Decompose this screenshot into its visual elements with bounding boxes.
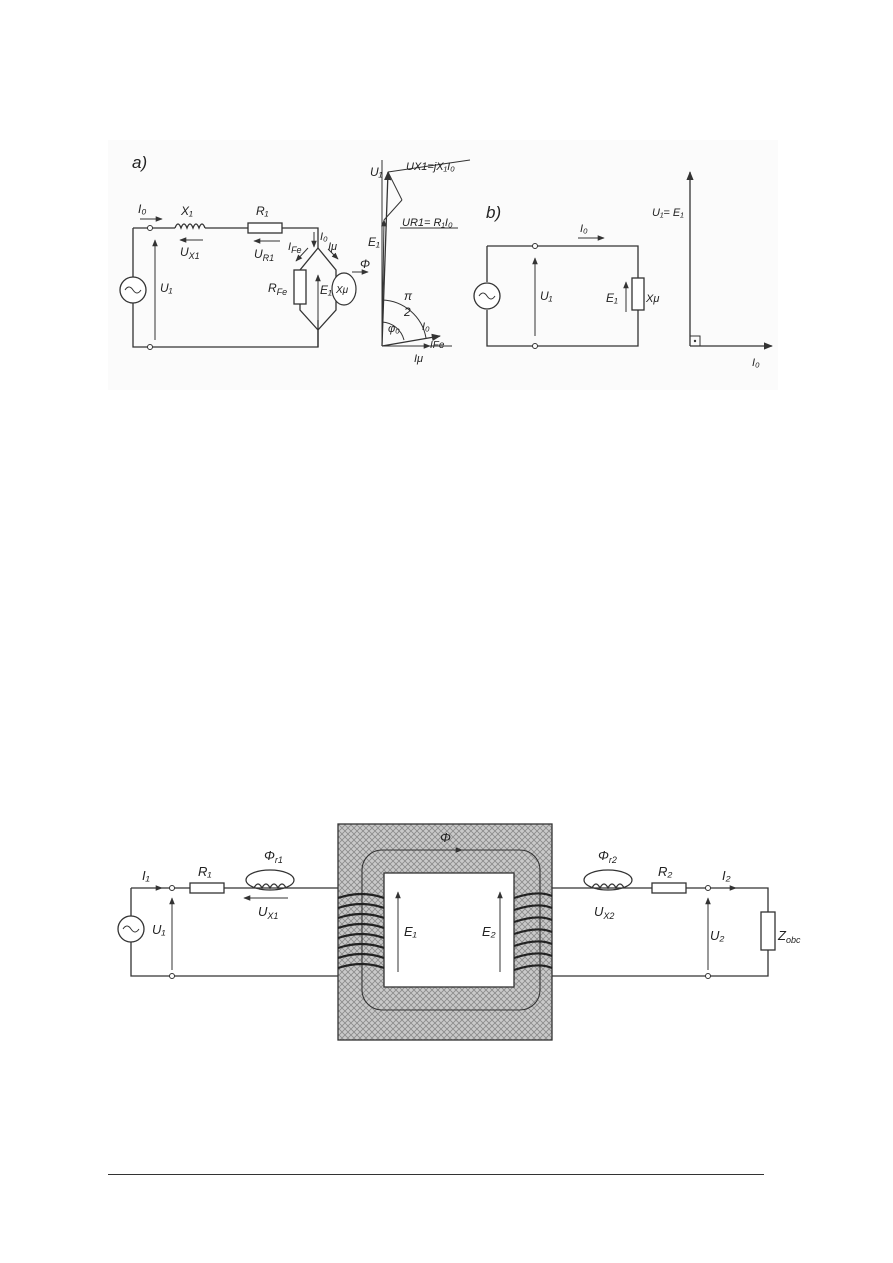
phasor-ur1: [383, 199, 403, 221]
phasor-i0: [381, 333, 441, 347]
label-u1-bottom: U₁: [152, 922, 166, 937]
leader-ux1: [387, 159, 471, 173]
right-angle-dot: [693, 339, 697, 343]
label-phi-r2: Φr2: [598, 848, 617, 865]
label-u2: U₂: [710, 928, 724, 943]
leakage-flux-2-icon: [583, 869, 633, 891]
label-zobc: Zobc: [777, 928, 801, 945]
phasor-label-ur1: UR1= R₁I₀: [402, 217, 453, 229]
label-u1-b: U₁: [540, 289, 553, 303]
circuit-a-top-wire: [133, 227, 319, 248]
arrow-imu: [327, 248, 339, 260]
label-u1: U₁: [160, 281, 173, 295]
phasor-label-e1: E₁: [368, 235, 380, 249]
label-e1-bottom: E₁: [404, 924, 417, 939]
phasor-label-ux1: UX1=jX₁I₀: [406, 161, 455, 173]
phasor-label-i0-b: I₀: [752, 357, 760, 369]
phasor-e1: [381, 219, 387, 347]
top-figure: a) I₀ X₁: [108, 140, 778, 390]
terminal-node: [169, 973, 175, 979]
magnetizing-coil-icon: [331, 272, 357, 306]
phasor-label-i0: I₀: [422, 321, 430, 333]
terminal-node: [532, 343, 538, 349]
sine-icon: [124, 286, 142, 294]
label-ux2: UX2: [594, 904, 614, 921]
phasor-label-u1: U₁: [370, 165, 383, 179]
label-a: a): [132, 153, 147, 172]
phasor-label-phi0: φ₀: [388, 323, 400, 335]
terminal-node: [705, 885, 711, 891]
phasor-u1: [381, 171, 392, 347]
terminal-node: [147, 344, 153, 350]
label-phi: Φ: [360, 257, 370, 271]
angle-arc-pi2: [381, 299, 427, 339]
phasor-label-ife: IFe: [430, 340, 445, 351]
phasor-label-u1e1: U₁= E₁: [652, 207, 684, 219]
phasor-diagram-a: U₁ UX1=jX₁I₀ UR1= R₁I₀ E₁ π 2 φ₀ I₀ IFe …: [368, 159, 471, 365]
label-e2-bottom: E₂: [482, 924, 496, 939]
label-phi-r1: Φr1: [264, 848, 283, 865]
bottom-figure: Φ I₁ R₁ Φr1 UX1 U₁ E₁ E₂: [117, 823, 801, 1041]
angle-arc-phi0: [381, 321, 405, 341]
phasor-ux1: [387, 171, 403, 201]
label-rfe: RFe: [268, 281, 287, 297]
label-i2: I₂: [722, 868, 731, 883]
resistor-r1-bottom-icon: [189, 882, 225, 894]
leakage-flux-1-icon: [245, 869, 295, 891]
label-i0-b: I₀: [580, 223, 588, 235]
right-angle-mark: [690, 335, 701, 346]
resistor-r1-icon: [247, 222, 283, 234]
phasor-label-two: 2: [403, 305, 411, 319]
leakage-inductor-2-icon: [591, 883, 625, 890]
reactance-xmu-icon: [631, 277, 645, 311]
label-xmu-b: Xμ: [645, 293, 659, 305]
sine-primary-icon: [122, 925, 140, 933]
terminal-node: [147, 225, 153, 231]
label-flux: Φ: [440, 830, 451, 845]
circuit-b: b) I₀ U₁ E₁ Xμ: [473, 203, 659, 349]
resistor-rfe-icon: [293, 269, 307, 305]
label-i0-branch: I₀: [320, 231, 328, 243]
label-r2: R₂: [658, 864, 672, 879]
phasor-label-pi: π: [404, 289, 413, 303]
phasor-label-imu: Iμ: [414, 353, 423, 365]
label-b: b): [486, 203, 501, 222]
label-i0: I₀: [138, 202, 146, 216]
secondary-circuit-wire: [552, 887, 769, 977]
terminal-node: [169, 885, 175, 891]
leakage-inductor-1-icon: [253, 883, 287, 890]
load-impedance-icon: [760, 911, 776, 951]
resistor-r2-icon: [651, 882, 687, 894]
phasor-diagram-b: U₁= E₁ I₀: [652, 171, 773, 369]
label-r1-bottom: R₁: [198, 864, 212, 879]
top-figure-background: [108, 140, 778, 390]
circuit-a: I₀ X₁ R₁ UX1 UR1 U₁ IFe I₀ Iμ RFe E₁ Xμ …: [119, 202, 370, 350]
label-e1-b: E₁: [606, 291, 618, 305]
label-ux1-bottom: UX1: [258, 904, 278, 921]
label-e1: E₁: [320, 283, 332, 297]
label-ife: IFe: [288, 241, 302, 255]
label-ux1: UX1: [180, 245, 200, 261]
label-i1: I₁: [142, 868, 150, 883]
secondary-winding-icon: [513, 892, 553, 972]
primary-winding-icon: [337, 892, 385, 970]
footer-rule: [108, 1174, 764, 1175]
label-x1: X₁: [180, 204, 193, 218]
sine-b-icon: [478, 292, 496, 300]
label-r1: R₁: [256, 204, 269, 218]
inductor-x1-icon: [174, 223, 206, 230]
label-ur1: UR1: [254, 247, 274, 263]
label-imu: Iμ: [328, 241, 337, 253]
terminal-node: [532, 243, 538, 249]
label-xmu: Xμ: [335, 285, 349, 296]
arrow-ife: [295, 247, 309, 262]
core-window: [383, 872, 515, 988]
terminal-node: [705, 973, 711, 979]
